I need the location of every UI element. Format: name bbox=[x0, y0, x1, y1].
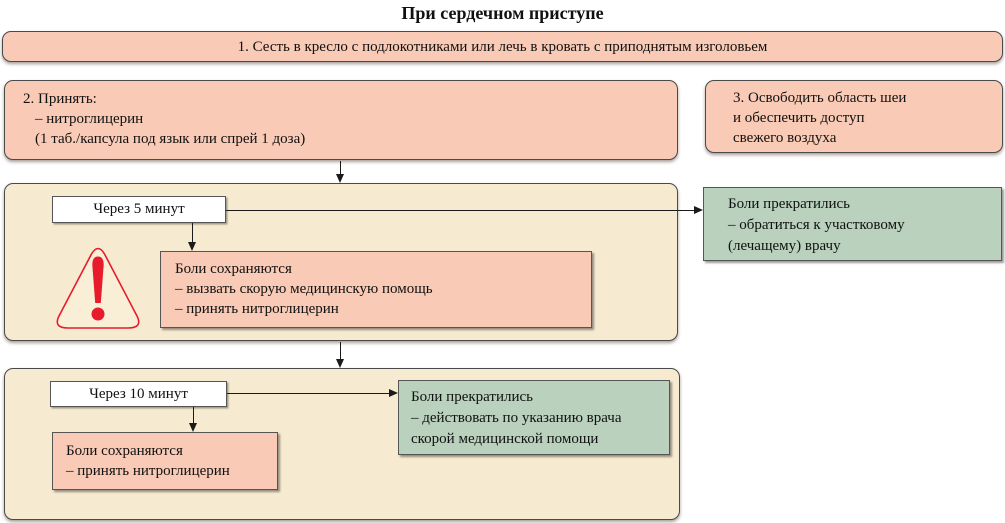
step3-box: 3. Освободить область шеи и обеспечить д… bbox=[705, 80, 1003, 153]
pain-stopped-5min-line3: (лечащему) врачу bbox=[728, 238, 841, 254]
step3-line1: 3. Освободить область шеи bbox=[733, 90, 907, 106]
step3-line2: и обеспечить доступ bbox=[733, 110, 865, 126]
pain-persists-10min-line1: Боли сохраняются bbox=[66, 443, 183, 459]
arrow-10min-persists-head bbox=[189, 423, 197, 432]
arrow-10min-persists-line bbox=[193, 407, 194, 424]
pain-persists-10min-box: Боли сохраняются – принять нитроглицерин bbox=[52, 432, 278, 490]
pain-stopped-10min-line1: Боли прекратились bbox=[411, 389, 534, 405]
pain-persists-5min-box: Боли сохраняются – вызвать скорую медици… bbox=[160, 251, 592, 328]
timer-5min-label: Через 5 минут bbox=[93, 201, 185, 217]
pain-persists-10min-line2: – принять нитроглицерин bbox=[66, 463, 230, 479]
arrow-stage5-to-stage10-head bbox=[336, 359, 344, 368]
step1-box: 1. Сесть в кресло с подлокотниками или л… bbox=[2, 31, 1003, 62]
pain-stopped-10min-line3: скорой медицинской помощи bbox=[411, 431, 599, 447]
arrow-5min-persists-head bbox=[188, 242, 196, 251]
pain-persists-5min-line3: – принять нитроглицерин bbox=[175, 301, 339, 317]
step2-line2: – нитроглицерин bbox=[35, 111, 144, 127]
connector-5min-stopped-line bbox=[226, 210, 695, 211]
pain-stopped-10min-box: Боли прекратились – действовать по указа… bbox=[398, 380, 670, 455]
connector-5min-stopped-head bbox=[694, 206, 703, 214]
connector-10min-stopped-line bbox=[227, 393, 390, 394]
step2-box: 2. Принять: – нитроглицерин (1 таб./капс… bbox=[4, 80, 678, 160]
arrow-step2-to-stage5-line bbox=[340, 161, 341, 175]
timer-5min-box: Через 5 минут bbox=[52, 196, 226, 223]
pain-persists-5min-line1: Боли сохраняются bbox=[175, 261, 292, 277]
warning-triangle-icon bbox=[56, 247, 140, 329]
step3-line3: свежего воздуха bbox=[733, 130, 837, 146]
timer-10min-box: Через 10 минут bbox=[50, 381, 227, 407]
pain-stopped-5min-line1: Боли прекратились bbox=[728, 196, 851, 212]
step2-line1: 2. Принять: bbox=[23, 91, 97, 107]
page-title: При сердечном приступе bbox=[401, 3, 604, 23]
step1-text: 1. Сесть в кресло с подлокотниками или л… bbox=[237, 38, 768, 55]
pain-stopped-5min-box: Боли прекратились – обратиться к участко… bbox=[703, 187, 1002, 261]
step2-line3: (1 таб./капсула под язык или спрей 1 доз… bbox=[35, 131, 306, 147]
arrow-step2-to-stage5-head bbox=[336, 174, 344, 183]
pain-stopped-5min-line2: – обратиться к участковому bbox=[728, 217, 905, 233]
pain-persists-5min-line2: – вызвать скорую медицинскую помощь bbox=[175, 281, 433, 297]
pain-stopped-10min-line2: – действовать по указанию врача bbox=[411, 410, 622, 426]
arrow-stage5-to-stage10-line bbox=[340, 342, 341, 360]
connector-10min-stopped-head bbox=[389, 389, 398, 397]
arrow-5min-persists-line bbox=[192, 223, 193, 243]
timer-10min-label: Через 10 минут bbox=[89, 386, 188, 402]
